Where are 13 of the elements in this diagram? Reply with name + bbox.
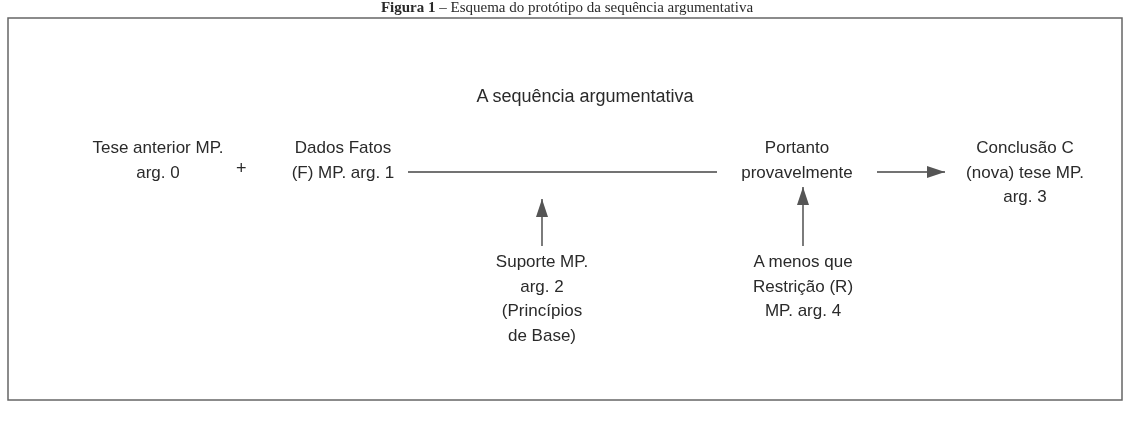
node-text: A menos que Restrição (R) MP. arg. 4 [751, 251, 855, 322]
arrow [797, 186, 809, 247]
diagram-title: A sequência argumentativa [475, 86, 695, 107]
node-text: Portanto provavelmente [740, 137, 854, 184]
figure-caption: Figura 1 – Esquema do protótipo da sequência argumentativa [379, 0, 755, 16]
arrow [876, 166, 946, 178]
connector-line [407, 171, 718, 173]
node-text: Conclusão C (nova) tese MP. arg. 3 [965, 137, 1085, 208]
plus-sign: + [236, 158, 247, 179]
node-text: Suporte MP. arg. 2 (Princípios de Base) [494, 251, 590, 347]
arrow [536, 198, 548, 247]
node-text: Tese anterior MP. arg. 0 [91, 137, 225, 184]
node-text: Dados Fatos (F) MP. arg. 1 [290, 137, 396, 184]
